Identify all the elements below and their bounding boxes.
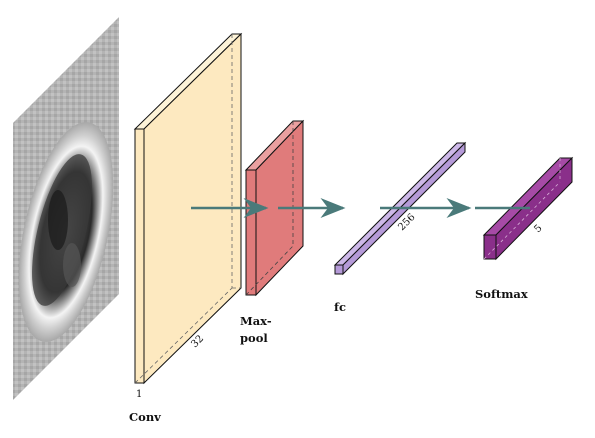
maxpool-label-line1: Max-	[240, 314, 272, 328]
softmax-size-label: 5	[532, 223, 544, 235]
conv-label: Conv	[129, 410, 161, 424]
softmax-label: Softmax	[475, 287, 528, 301]
input-image	[13, 17, 119, 400]
softmax-layer	[482, 156, 574, 261]
conv-depth-label: 1	[136, 389, 142, 400]
maxpool-label-line2: pool	[240, 331, 268, 345]
fc-label: fc	[334, 300, 346, 314]
